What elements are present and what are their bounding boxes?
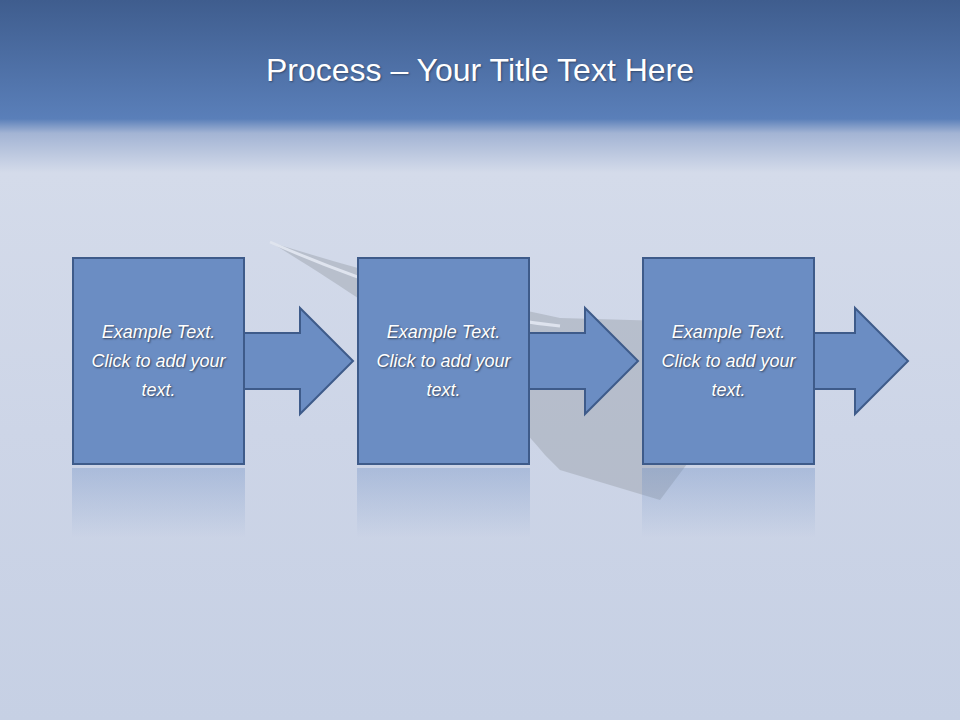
box-text: Example Text. Click to add your text. <box>74 318 243 405</box>
end-arrow <box>813 308 908 414</box>
process-box: Example Text. Click to add your text. <box>642 257 815 465</box>
box-text: Example Text. Click to add your text. <box>644 318 813 405</box>
process-box: Example Text. Click to add your text. <box>72 257 245 465</box>
slide-title: Process – Your Title Text Here <box>0 52 960 89</box>
block-arrow <box>528 308 638 414</box>
box-text: Example Text. Click to add your text. <box>359 318 528 405</box>
reflections <box>72 468 815 538</box>
process-box: Example Text. Click to add your text. <box>357 257 530 465</box>
block-arrow <box>243 308 353 414</box>
